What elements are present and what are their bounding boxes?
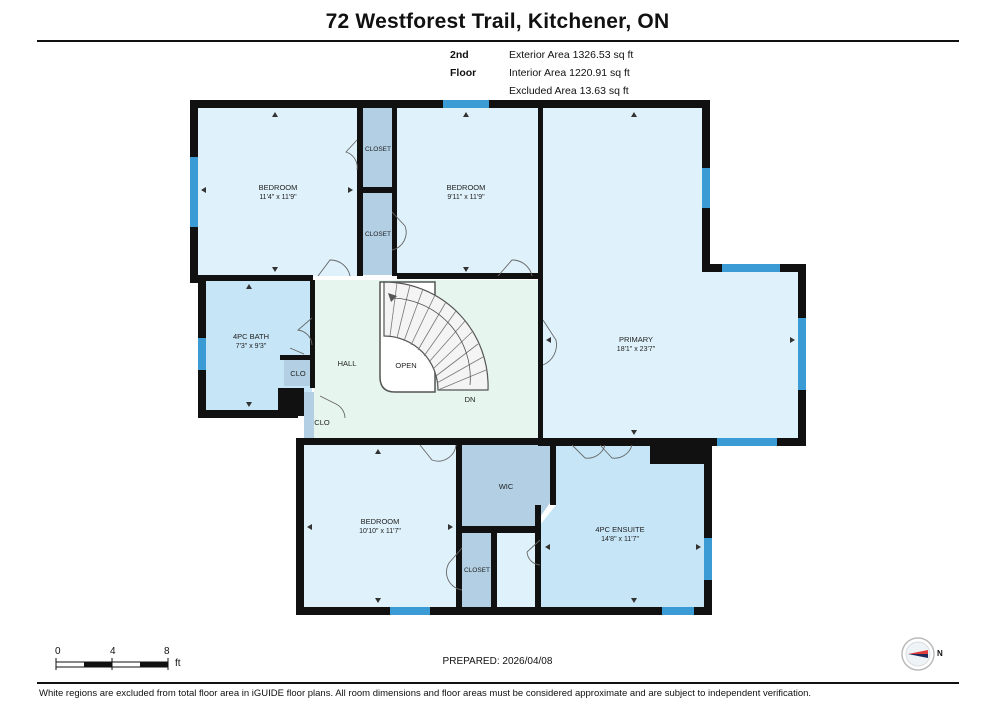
primary-label: PRIMARY [619, 335, 653, 344]
floor-label: 2nd Floor [450, 49, 477, 79]
ensuite-label: 4PC ENSUITE [595, 525, 644, 534]
closet-c-fill [462, 533, 492, 607]
bedroom-1-dimensions: 11'4" x 11'9" [259, 194, 297, 201]
wic-label: WIC [499, 482, 514, 491]
open-label: OPEN [395, 361, 416, 370]
closet-b-fill [363, 193, 393, 275]
closet-a-label: CLOSET [365, 146, 391, 153]
clo-b-label: CLO [314, 418, 330, 427]
disclaimer: White regions are excluded from total fl… [39, 688, 812, 699]
bath-dimensions: 7'3" x 9'3" [236, 343, 267, 350]
scale-label-4: 4 [110, 646, 116, 657]
door-swings [289, 139, 633, 591]
exterior-area: Exterior Area 1326.53 sq ft [509, 49, 634, 61]
excluded-area: Excluded Area 13.63 sq ft [509, 85, 629, 97]
clo-a-fill [284, 359, 312, 386]
title-divider [37, 40, 959, 42]
closet-b-label: CLOSET [365, 231, 391, 238]
bedroom-1-fill [197, 108, 357, 276]
stair-treads [389, 282, 487, 391]
staircase [383, 281, 489, 391]
interior-area: Interior Area 1220.91 sq ft [509, 67, 630, 79]
small-room-fill [497, 533, 535, 607]
page-title: 72 Westforest Trail, Kitchener, ON [325, 10, 670, 33]
compass-icon [901, 637, 935, 671]
wic-fill [462, 445, 552, 528]
scale-label-8: 8 [164, 646, 170, 657]
bedroom-3-fill [303, 445, 458, 607]
bedroom-1-label: BEDROOM [259, 183, 298, 192]
down-label: DN [465, 395, 476, 404]
clo-a-label: CLO [290, 369, 306, 378]
prepared-date: PREPARED: 2026/04/08 [442, 656, 553, 667]
bedroom-2-label: BEDROOM [447, 183, 486, 192]
bath-label: 4PC BATH [233, 332, 269, 341]
closet-a-fill [363, 108, 393, 188]
windows [190, 100, 806, 615]
dimension-arrows [201, 112, 795, 603]
bedroom-2-dimensions: 9'11" x 11'9" [447, 194, 485, 201]
footer-divider [37, 682, 959, 684]
ensuite-dimensions: 14'8" x 11'7" [601, 536, 639, 543]
bedroom-3-dimensions: 10'10" x 11'7" [359, 528, 401, 535]
compass: N [900, 636, 946, 677]
stair-direction-arrow [391, 297, 471, 386]
primary-fill [542, 108, 800, 442]
bedroom-2-fill [397, 108, 538, 276]
compass-north-label: N [937, 649, 943, 658]
hall-label: HALL [338, 359, 357, 368]
stair-arrowhead [388, 293, 397, 302]
scale-label-0: 0 [55, 646, 61, 657]
primary-dimensions: 18'1" x 23'7" [617, 346, 656, 353]
scale-unit: ft [175, 658, 181, 669]
closet-c-label: CLOSET [464, 567, 490, 574]
bedroom-3-label: BEDROOM [361, 517, 400, 526]
scale-bar-graphic [55, 658, 169, 670]
ensuite-fill [540, 445, 705, 607]
